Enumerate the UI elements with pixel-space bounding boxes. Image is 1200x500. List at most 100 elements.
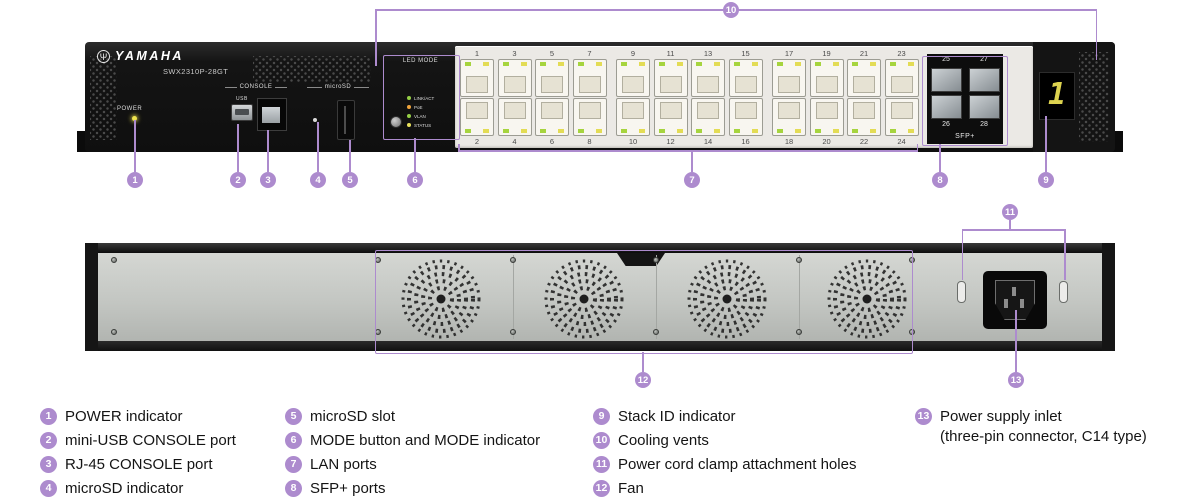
callout-badge: 7: [285, 455, 302, 473]
c14-connector: [995, 280, 1035, 320]
callout-box-fans: [375, 250, 913, 354]
rear-top-edge: [85, 243, 1115, 253]
lan-port: [653, 98, 688, 136]
callout-badge: 10: [593, 431, 610, 449]
lan-port: [847, 98, 881, 136]
brand-name: YAMAHA: [115, 49, 184, 63]
callout-badge: 11: [593, 455, 610, 473]
inlet-pin: [1004, 299, 1008, 308]
legend-label: POWER indicator: [65, 407, 183, 425]
callout-badge: 8: [285, 479, 302, 497]
front-right-section: 1: [1033, 42, 1115, 152]
sfp-port: [930, 67, 962, 92]
sfp-label: SFP+: [955, 133, 975, 140]
legend-label: Fan: [618, 479, 644, 497]
mini-usb-console-port: [231, 104, 253, 121]
panel-seam: [799, 255, 800, 339]
lan-port: [809, 98, 844, 136]
lan-port: [772, 98, 806, 136]
screw: [653, 329, 659, 335]
rear-cap-right: [1102, 243, 1115, 351]
callout-line: [458, 150, 918, 152]
mode-indicator-label: PoE: [414, 104, 423, 110]
callout-line: [1015, 310, 1017, 372]
panel-seam: [513, 255, 514, 339]
callout-line: [458, 144, 460, 151]
callout-line: [1045, 116, 1047, 172]
power-led: [132, 116, 137, 121]
callout-11: 11: [1002, 204, 1018, 220]
callout-line: [414, 138, 416, 172]
lan-port: [691, 98, 725, 136]
microsd-indicator-led: [313, 118, 317, 122]
mode-indicator-status: STATUS: [407, 121, 431, 129]
rear-bottom-edge: [85, 341, 1115, 351]
rear-panel: [85, 243, 1115, 351]
legend-label: microSD slot: [310, 407, 396, 425]
callout-6: 6: [407, 172, 423, 188]
lan-port: [535, 98, 569, 136]
legend-label: RJ-45 CONSOLE port: [65, 455, 213, 473]
fan-grille: [544, 259, 624, 339]
mode-indicator-linkact: LINK/ACT: [407, 94, 434, 102]
legend-item-continuation: (three-pin connector, C14 type): [940, 428, 1147, 448]
lan-port: [497, 59, 532, 97]
inlet-pin: [1020, 299, 1024, 308]
callout-badge: 3: [40, 455, 57, 473]
callout-line: [642, 352, 644, 372]
mode-indicator-label: VLAN: [414, 113, 426, 119]
legend-item: 4 microSD indicator: [40, 476, 236, 500]
rear-cap-left: [85, 243, 98, 351]
vent-grille: [90, 56, 117, 140]
callout-4: 4: [310, 172, 326, 188]
callout-box-led-mode: [383, 55, 460, 140]
power-cord-clamp-hole: [1059, 281, 1068, 303]
callout-badge: 12: [593, 479, 610, 497]
legend-label: MODE button and MODE indicator: [310, 431, 541, 449]
callout-badge: 2: [40, 431, 57, 449]
callout-9: 9: [1038, 172, 1054, 188]
vent-grille: [1079, 52, 1109, 142]
stack-id-indicator: 1: [1039, 72, 1075, 120]
callout-line: [317, 122, 319, 172]
inlet-pin: [1012, 287, 1016, 296]
microsd-section-label: microSD: [307, 84, 369, 90]
callout-12: 12: [635, 372, 651, 388]
legend-label: (three-pin connector, C14 type): [940, 428, 1147, 445]
panel-seam: [656, 255, 657, 339]
legend-item: 1 POWER indicator: [40, 404, 236, 428]
lan-port: [460, 98, 494, 136]
callout-2: 2: [230, 172, 246, 188]
lan-port: [616, 59, 650, 97]
front-panel: Ψ YAMAHA SWX2310P-28GT POWER CONSOLE USB…: [85, 42, 1115, 152]
lan-port: [884, 59, 919, 97]
callout-badge: 4: [40, 479, 57, 497]
legend-label: SFP+ ports: [310, 479, 386, 497]
lan-port: [728, 59, 763, 97]
power-label: POWER: [117, 106, 143, 112]
callout-line: [916, 144, 918, 151]
microsd-slot: [337, 100, 355, 140]
screw: [111, 257, 117, 263]
lan-port: [572, 59, 607, 97]
power-supply-inlet: [983, 271, 1047, 329]
legend-label: microSD indicator: [65, 479, 184, 497]
screw: [111, 329, 117, 335]
lan-port: [497, 98, 532, 136]
lan-port: [847, 59, 881, 97]
callout-badge: 1: [40, 407, 57, 425]
legend-label: Power supply inlet: [940, 407, 1062, 425]
callout-badge: 5: [285, 407, 302, 425]
legend-item: 12 Fan: [593, 476, 856, 500]
